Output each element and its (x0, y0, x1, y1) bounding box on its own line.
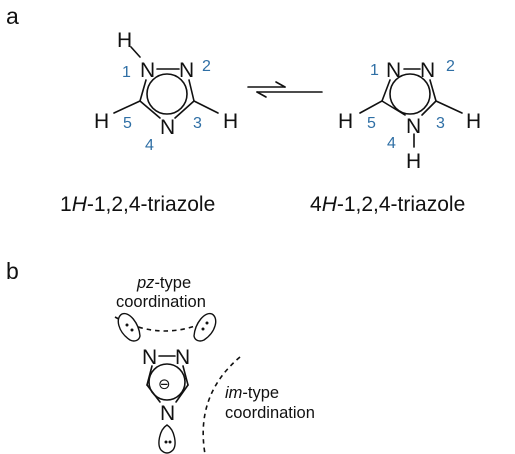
atom-n2: N (179, 59, 194, 82)
bond-c5-h (113, 100, 141, 114)
bond-c5-n1 (381, 79, 391, 102)
aromatic-ring-icon (148, 363, 186, 401)
im-type-label-line2: coordination (225, 404, 315, 422)
atom-n4: N (406, 115, 421, 138)
locant-5: 5 (123, 115, 132, 132)
pz-type-label: pz-type (136, 274, 191, 292)
im-type-label: im-type (225, 384, 279, 402)
bond-c3-n4 (421, 100, 437, 116)
caption-1h-triazole: 1H-1,2,4-triazole (60, 193, 215, 216)
bond-c3-h (435, 100, 463, 114)
atom-h-c3: H (466, 110, 481, 133)
lone-pair-icon (158, 424, 176, 454)
molecule-1h-triazole: H N N N H H 1 2 3 4 5 (94, 29, 238, 154)
atom-n2: N (420, 59, 435, 82)
bond-n2-c3 (188, 79, 195, 102)
panel-label-a: a (6, 3, 19, 29)
bond-n4-c5 (139, 100, 161, 119)
aromatic-ring-icon (389, 73, 431, 115)
locant-4: 4 (145, 137, 154, 154)
bond-c3-n4 (175, 384, 189, 403)
atom-n4: N (160, 402, 175, 425)
bond-c3-n4 (174, 100, 195, 119)
bond-c3-h (193, 100, 219, 114)
pz-type-label-line2: coordination (116, 293, 206, 311)
atom-n1: N (386, 59, 401, 82)
atom-h-n4: H (406, 150, 421, 173)
atom-h-c5: H (94, 110, 109, 133)
triazolate-anion: N N N ⊖ (142, 346, 190, 425)
locant-3: 3 (436, 115, 445, 132)
aromatic-ring-icon (146, 73, 188, 115)
locant-3: 3 (193, 115, 202, 132)
locant-1: 1 (122, 64, 131, 81)
bond-n2-c3 (182, 365, 189, 386)
panel-label-b: b (6, 258, 19, 284)
lone-pair-icon (193, 312, 217, 342)
atom-n2: N (175, 346, 190, 369)
locant-2: 2 (446, 58, 455, 75)
atom-h-n1: H (117, 29, 132, 52)
atom-n1: N (140, 59, 155, 82)
bond-c5-n1 (139, 79, 147, 102)
bond-n1-h (130, 46, 141, 58)
lone-pair-icon (117, 312, 141, 342)
caption-4h-triazole: 4H-1,2,4-triazole (310, 193, 465, 216)
molecule-4h-triazole: N N N H H H 1 2 3 4 5 (338, 58, 481, 173)
locant-4: 4 (387, 135, 396, 152)
locant-5: 5 (367, 115, 376, 132)
atom-n1: N (142, 346, 157, 369)
bond-n2-c3 (429, 79, 437, 102)
equilibrium-arrow-icon (247, 81, 323, 98)
locant-2: 2 (202, 58, 211, 75)
atom-h-c3: H (223, 110, 238, 133)
bond-c5-h (359, 100, 383, 114)
im-coordination-arc (202, 356, 241, 454)
atom-h-c5: H (338, 110, 353, 133)
atom-n4: N (160, 116, 175, 139)
locant-1: 1 (370, 62, 379, 79)
negative-charge-icon: ⊖ (158, 376, 171, 393)
